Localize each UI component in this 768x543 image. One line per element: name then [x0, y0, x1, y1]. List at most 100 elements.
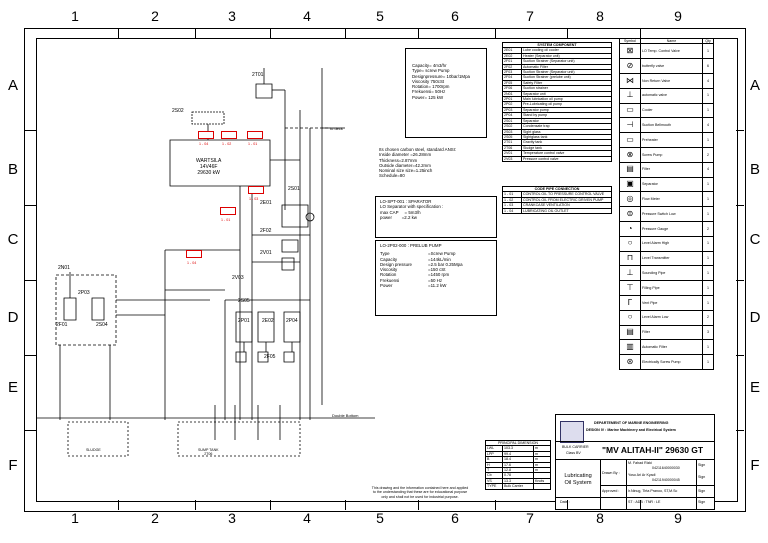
code-tag: 1 - 04	[186, 250, 202, 265]
sign-field: Sign	[698, 475, 706, 479]
legend-qty: 1	[702, 102, 714, 119]
university-logo	[560, 421, 584, 443]
legend-qty: 1	[702, 339, 714, 356]
prelub-spec-value: =Screw Pump	[428, 251, 456, 257]
sign-field: Sign	[698, 463, 706, 467]
grid-tick	[418, 500, 419, 510]
grid-tick	[495, 500, 496, 510]
label-2v03: 2V03	[232, 275, 244, 281]
ship-type: BULK CARRIER	[562, 445, 589, 449]
grid-tick	[195, 500, 196, 510]
pipe-connection-row-cell: LUBRICATING OIL OUTLET	[521, 207, 612, 215]
grid-column-label: 9	[674, 8, 682, 24]
grid-tick	[118, 500, 119, 510]
sump-tank-shape	[178, 422, 300, 456]
legend-name: Flow Meter	[640, 191, 703, 208]
grid-row-label: A	[7, 77, 18, 94]
legend-name: Sounding Pipe	[640, 265, 703, 282]
legend-qty: 2	[702, 146, 714, 163]
grid-row-label: D	[7, 309, 19, 326]
grid-row-label: A	[749, 77, 760, 94]
design-course: DESIGN IV : Marine Machinery and Electri…	[586, 428, 676, 432]
pressure-gauge-icon: ◔	[619, 220, 641, 237]
pipe-connection-row-cell: CONTROL OIL FROM ELECTRIC DRIVEN PUMP	[521, 196, 612, 204]
electric-screw-pump-icon: ⊛	[619, 354, 641, 370]
sign-field: Sign	[698, 489, 706, 493]
system-component-row-cell: Suction Strainer (Separator unit)	[521, 68, 612, 76]
approved-label: Approved :	[602, 489, 620, 493]
filling-pipe-icon: ⊤	[619, 280, 641, 296]
grid-row-label: E	[749, 379, 760, 396]
principal-dimension-title: PRINCIPAL DIMENSION	[485, 439, 551, 447]
prelub-spec-key: Type	[380, 251, 390, 257]
legend-qty: 1	[702, 354, 714, 370]
legend-qty: 1	[702, 280, 714, 296]
dimension-row-cell: TYPE	[485, 483, 503, 490]
legend-name: Separator	[640, 176, 703, 193]
label-2f02: 2F02	[260, 228, 272, 234]
level-alarm-low-icon: ○	[619, 309, 641, 326]
system-component-row-cell: 2V03	[502, 155, 522, 162]
grid-tick	[640, 500, 641, 510]
butterfly-valve-icon: ⊘	[619, 58, 641, 74]
prelub-spec-value: =150 cSt	[428, 267, 446, 273]
disclaimer-note: This drawing and the information contain…	[371, 486, 469, 499]
label-2e02: 2E02	[262, 318, 274, 324]
label-2e01: 2E01	[260, 200, 272, 206]
legend-name: Suction Bellmouth	[640, 117, 703, 134]
non-return-valve-icon: ⋈	[619, 73, 641, 89]
screw-pump-icon: ⊗	[619, 146, 641, 163]
gravity-tank-shape	[256, 84, 272, 98]
legend-qty: 1	[702, 191, 714, 208]
label-2t01: 2T01	[252, 72, 264, 78]
grid-tick	[24, 280, 36, 281]
prelub-spec-key: Power	[380, 283, 393, 289]
legend-name: Screw Pump	[640, 146, 703, 163]
prelub-spec-key: Rotation	[380, 272, 397, 278]
legend-name: Level Transmitter	[640, 250, 703, 267]
grid-tick	[24, 430, 36, 431]
filter-icon: ▤	[619, 161, 641, 178]
pipe-connection-title: CODE PIPE CONNECTION	[502, 185, 612, 193]
dimension-row-cell	[533, 483, 551, 490]
vent-pipe-icon: Γ	[619, 294, 641, 311]
prelub-spec-row: Type =Screw Pump	[376, 251, 496, 256]
pump-spec-note: Capacity= 4m3/hr Type= screw Pump Design…	[405, 48, 487, 138]
label-2p01: 2P01	[238, 318, 250, 324]
grid-column-label: 2	[151, 8, 159, 24]
date-label: Date :	[560, 500, 570, 504]
legend-qty: 2	[702, 220, 714, 237]
drawn-by-name: M. Fahad Rizki	[628, 461, 652, 465]
legend-qty: 4	[702, 117, 714, 134]
legend-name: Electrically Screw Pump	[640, 354, 703, 370]
label-2p03: 2P03	[78, 290, 90, 296]
prelub-spec-value: =144kL/min	[428, 256, 451, 262]
grid-column-label: 8	[596, 8, 604, 24]
engine-label: WARTSILA 14V46F 29630 kW	[196, 158, 222, 176]
system-component-row-cell: Suction Strainer (prelube unit)	[521, 74, 612, 81]
sludge-tank-label: SLUDGE	[86, 448, 101, 452]
legend-name: Preheater	[640, 132, 703, 148]
separator-icon: ▣	[619, 176, 641, 193]
code-tag: 1 - 01	[247, 131, 263, 146]
legend-qty: 1	[702, 206, 714, 222]
pipe-spec-note: Its chosen carbon steel, standard ANSI: …	[375, 145, 495, 195]
engine-block-shape	[170, 140, 270, 186]
legend-qty: 1	[702, 235, 714, 252]
grid-tick	[736, 130, 744, 131]
